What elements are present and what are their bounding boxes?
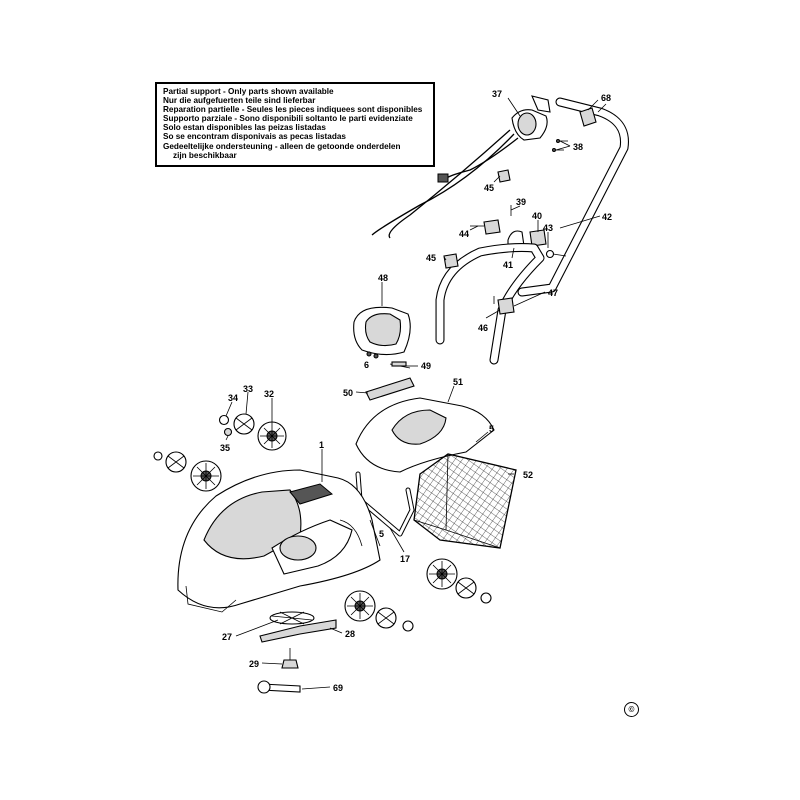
label-45-lower: 45 [426, 253, 436, 263]
parts-availability-notice: Partial support - Only parts shown avail… [155, 82, 435, 167]
cable-clip-45-upper [497, 169, 511, 183]
handle-screws-38 [552, 139, 568, 152]
notice-line-en: Partial support - Only parts shown avail… [163, 87, 334, 96]
notice-line-nl: Gedeeltelijke ondersteuning - alleen de … [163, 141, 401, 151]
label-6: 6 [364, 360, 369, 370]
rear-left-wheel [153, 451, 222, 492]
label-68: 68 [601, 93, 611, 103]
fan-27 [269, 611, 315, 625]
label-41: 41 [503, 260, 513, 270]
pin-49 [389, 361, 411, 369]
handle-clip-68 [579, 99, 599, 127]
label-35: 35 [220, 443, 230, 453]
front-right-wheel [426, 558, 492, 604]
label-51: 51 [453, 377, 463, 387]
grassbox-frame-17 [355, 471, 415, 537]
label-47: 47 [548, 288, 558, 298]
label-42: 42 [602, 212, 612, 222]
notice-line-fr: Reparation partielle - Seules les pieces… [163, 105, 423, 115]
wheel-hub-cap-33 [233, 413, 255, 435]
copyright-symbol: © [624, 702, 639, 717]
label-17: 17 [400, 554, 410, 564]
part-number-labels: 37 68 38 45 39 40 42 43 44 45 41 48 47 4… [220, 89, 612, 693]
spanner-69 [257, 680, 301, 694]
label-5-frame: 5 [379, 529, 384, 539]
label-1: 1 [319, 440, 324, 450]
notice-line-pt: So se encontram disponivais as pecas lis… [163, 132, 346, 142]
screw-6 [366, 351, 379, 359]
label-45-upper: 45 [484, 183, 494, 193]
notice-line-es: Solo estan disponibles las peizas listad… [163, 123, 326, 133]
handle-clip-46 [493, 296, 515, 315]
label-48: 48 [378, 273, 388, 283]
handle-cover-48 [353, 306, 411, 356]
rear-wheel-32-set [257, 421, 287, 451]
label-46: 46 [478, 323, 488, 333]
blade-nut-29 [281, 648, 299, 669]
leader-lines [225, 97, 607, 690]
front-left-wheel [344, 590, 414, 632]
wheel-clip-34 [218, 414, 230, 426]
switch-box-37 [511, 95, 551, 141]
label-5-lid: 5 [489, 424, 494, 434]
label-38: 38 [573, 142, 583, 152]
cable-clip-45-lower [443, 253, 459, 269]
label-49: 49 [421, 361, 431, 371]
upper-handle-42 [517, 97, 629, 297]
notice-line-de: Nur die aufgefuerten teile sind lieferba… [163, 96, 316, 106]
handle-grip-50 [365, 377, 415, 401]
label-40: 40 [532, 211, 542, 221]
label-44: 44 [459, 229, 469, 239]
label-69: 69 [333, 683, 343, 693]
lower-handle-47 [435, 243, 545, 365]
label-28: 28 [345, 629, 355, 639]
grassbox-lid-51 [355, 397, 495, 473]
wheel-hubcap-35 [223, 427, 233, 437]
label-50: 50 [343, 388, 353, 398]
label-37: 37 [492, 89, 502, 99]
label-29: 29 [249, 659, 259, 669]
label-52: 52 [523, 470, 533, 480]
handle-knob-44 [470, 219, 501, 235]
label-32: 32 [264, 389, 274, 399]
label-27: 27 [222, 632, 232, 642]
label-39: 39 [516, 197, 526, 207]
label-43: 43 [543, 223, 553, 233]
label-33: 33 [243, 384, 253, 394]
washer-43 [545, 249, 567, 259]
blade-28 [259, 619, 337, 643]
notice-line-it: Supporto parziale - Sono disponibili sol… [163, 114, 413, 124]
grassbox-basket-52 [413, 453, 517, 549]
power-cable [371, 129, 519, 239]
label-34: 34 [228, 393, 238, 403]
notice-line-nl-cont: zijn beschikbaar [173, 150, 237, 160]
mower-deck-1 [177, 469, 381, 613]
cam-lever-40 [529, 229, 547, 247]
